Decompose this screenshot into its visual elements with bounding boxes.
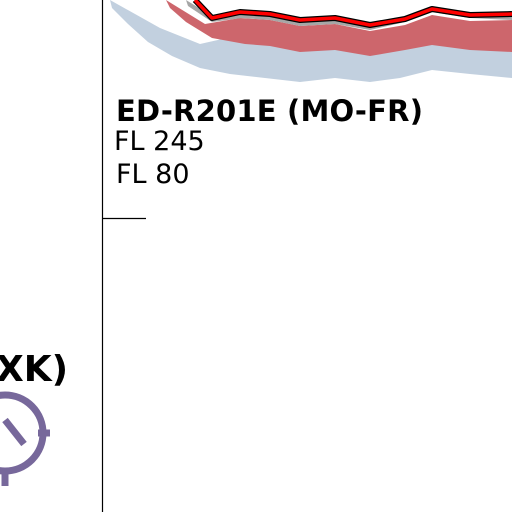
vor-navaid-icon[interactable] [0, 391, 50, 486]
restricted-area-border-red [193, 0, 512, 27]
inner-buffer-band [166, 0, 512, 56]
partial-airspace-label: XK) [0, 349, 69, 390]
lower-limit: FL 80 [116, 159, 190, 190]
airspace-name: ED-R201E (MO-FR) [116, 94, 424, 128]
outer-buffer-band [110, 0, 512, 82]
upper-limit: FL 245 [114, 126, 205, 157]
